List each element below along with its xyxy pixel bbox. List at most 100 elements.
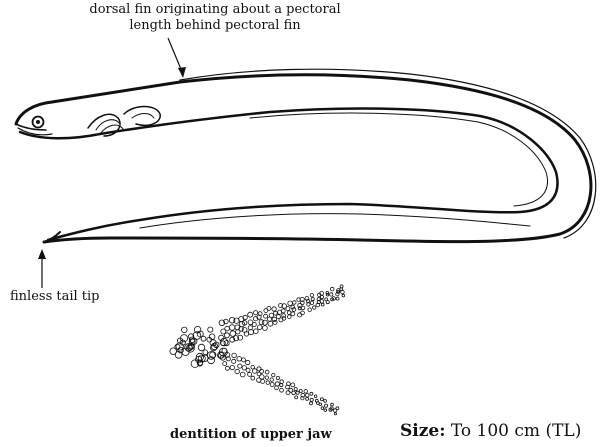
dorsal-fin-annotation: dorsal fin originating about a pectoral … bbox=[70, 2, 360, 35]
tooth bbox=[267, 306, 271, 310]
eel-eye bbox=[33, 117, 44, 128]
tooth bbox=[288, 301, 293, 306]
tooth bbox=[310, 398, 313, 401]
tooth bbox=[232, 359, 236, 363]
size-value: To 100 cm (TL) bbox=[445, 421, 581, 441]
tooth bbox=[248, 372, 252, 376]
tooth bbox=[268, 321, 273, 326]
tooth bbox=[248, 312, 253, 317]
dorsal-arrow bbox=[168, 38, 186, 78]
tooth bbox=[261, 379, 265, 383]
tooth bbox=[294, 388, 297, 391]
tooth bbox=[222, 348, 227, 353]
tooth bbox=[224, 333, 229, 338]
tooth bbox=[274, 311, 278, 315]
tooth bbox=[209, 334, 215, 340]
size-key: Size: bbox=[400, 421, 445, 441]
tooth bbox=[280, 388, 284, 392]
tooth bbox=[248, 330, 253, 335]
tooth bbox=[262, 320, 267, 325]
tooth bbox=[291, 383, 295, 387]
tooth bbox=[265, 376, 268, 379]
tooth bbox=[326, 301, 329, 304]
tooth bbox=[170, 348, 177, 355]
tooth bbox=[324, 409, 327, 412]
tooth bbox=[310, 294, 313, 297]
tooth bbox=[239, 321, 244, 326]
tooth bbox=[320, 300, 324, 304]
tooth bbox=[287, 311, 291, 315]
tooth bbox=[273, 320, 277, 324]
tooth bbox=[330, 287, 334, 291]
tooth bbox=[311, 298, 314, 301]
tail-arrow bbox=[38, 249, 46, 288]
tooth bbox=[248, 326, 252, 330]
tooth bbox=[306, 394, 310, 398]
tooth bbox=[319, 403, 322, 406]
tooth bbox=[301, 311, 305, 315]
tooth bbox=[280, 380, 284, 384]
tooth bbox=[324, 404, 327, 407]
tooth bbox=[320, 398, 323, 401]
tooth bbox=[334, 413, 336, 415]
eel-body bbox=[16, 69, 596, 242]
tooth bbox=[252, 323, 256, 327]
tooth bbox=[266, 381, 270, 385]
tooth bbox=[265, 370, 269, 374]
dorsal-annotation-line-1: dorsal fin originating about a pectoral bbox=[70, 2, 360, 18]
tooth bbox=[276, 376, 279, 379]
tooth bbox=[240, 372, 245, 377]
tooth bbox=[229, 325, 235, 331]
tooth bbox=[313, 306, 316, 309]
dentition-caption: dentition of upper jaw bbox=[170, 427, 332, 443]
tooth bbox=[272, 373, 275, 376]
tooth bbox=[232, 353, 237, 358]
tooth bbox=[331, 403, 334, 406]
tooth bbox=[288, 315, 292, 319]
tooth bbox=[257, 367, 261, 371]
size-caption: Size: To 100 cm (TL) bbox=[400, 421, 581, 442]
tooth bbox=[182, 327, 188, 333]
tail-annotation: finless tail tip bbox=[10, 289, 100, 305]
tooth bbox=[336, 297, 339, 300]
tooth bbox=[316, 303, 320, 307]
tooth bbox=[246, 368, 250, 372]
tooth bbox=[280, 384, 283, 387]
tooth bbox=[198, 344, 205, 351]
tooth bbox=[272, 317, 276, 321]
tooth bbox=[314, 395, 317, 398]
tooth bbox=[299, 390, 302, 393]
tooth bbox=[223, 362, 227, 366]
tooth bbox=[292, 391, 296, 395]
tooth bbox=[321, 303, 324, 306]
tooth bbox=[275, 386, 279, 390]
tooth bbox=[272, 307, 276, 311]
tooth bbox=[286, 307, 290, 311]
tooth bbox=[203, 350, 208, 355]
tooth bbox=[308, 308, 312, 312]
tooth bbox=[235, 369, 240, 374]
tooth bbox=[246, 360, 250, 364]
tooth bbox=[275, 382, 279, 386]
tooth bbox=[342, 294, 345, 297]
tooth bbox=[295, 396, 298, 399]
tooth bbox=[238, 364, 242, 368]
dorsal-annotation-line-2: length behind pectoral fin bbox=[70, 18, 360, 34]
dentition-figure bbox=[170, 285, 345, 415]
tooth bbox=[320, 295, 323, 298]
tooth bbox=[242, 358, 246, 362]
tooth bbox=[270, 383, 274, 387]
tooth bbox=[225, 326, 230, 331]
tooth bbox=[230, 365, 234, 369]
tooth bbox=[252, 369, 257, 374]
tooth bbox=[293, 301, 297, 305]
tooth bbox=[321, 407, 324, 410]
tooth bbox=[310, 402, 313, 405]
tooth bbox=[254, 329, 259, 334]
tooth bbox=[291, 312, 295, 316]
tooth bbox=[254, 311, 258, 315]
tooth bbox=[306, 397, 309, 400]
tooth bbox=[333, 409, 336, 412]
tooth bbox=[260, 375, 265, 380]
